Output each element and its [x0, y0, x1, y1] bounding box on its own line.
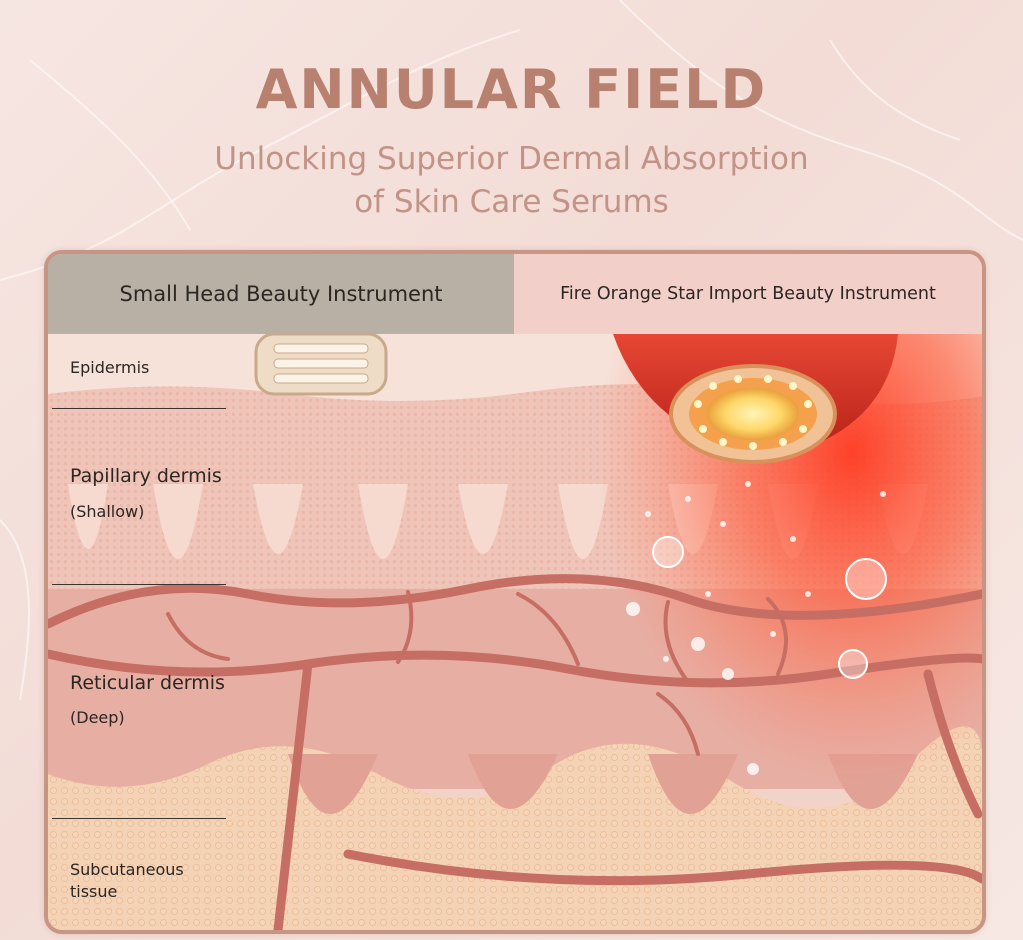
small-head-instrument-icon [254, 334, 388, 396]
label-epidermis: Epidermis [70, 358, 150, 377]
divider-epidermis [52, 408, 226, 409]
label-reticular-note: (Deep) [70, 708, 125, 727]
header-left-label: Small Head Beauty Instrument [119, 282, 443, 306]
header-right-label: Fire Orange Star Import Beauty Instrumen… [560, 284, 936, 304]
comparison-panel: Small Head Beauty Instrument Fire Orange… [44, 250, 986, 934]
subtitle-line-2: of Skin Care Serums [354, 184, 669, 220]
fire-orange-instrument-icon [613, 334, 898, 464]
divider-papillary [52, 584, 226, 585]
page-title: ANNULAR FIELD [255, 58, 768, 121]
label-subcutaneous-line1: Subcutaneous [70, 860, 184, 879]
label-reticular-dermis: Reticular dermis [70, 672, 225, 694]
skin-cross-section-illustration [48, 334, 982, 930]
label-subcutaneous-line2: tissue [70, 882, 118, 901]
divider-reticular [52, 818, 226, 819]
page-subtitle: Unlocking Superior Dermal Absorption of … [0, 138, 1023, 224]
header-small-head-instrument: Small Head Beauty Instrument [48, 254, 514, 334]
label-papillary-dermis: Papillary dermis [70, 465, 222, 487]
label-papillary-note: (Shallow) [70, 502, 145, 521]
serum-bubbles [626, 481, 887, 775]
subtitle-line-1: Unlocking Superior Dermal Absorption [214, 141, 809, 177]
header-fire-orange-instrument: Fire Orange Star Import Beauty Instrumen… [514, 254, 982, 334]
